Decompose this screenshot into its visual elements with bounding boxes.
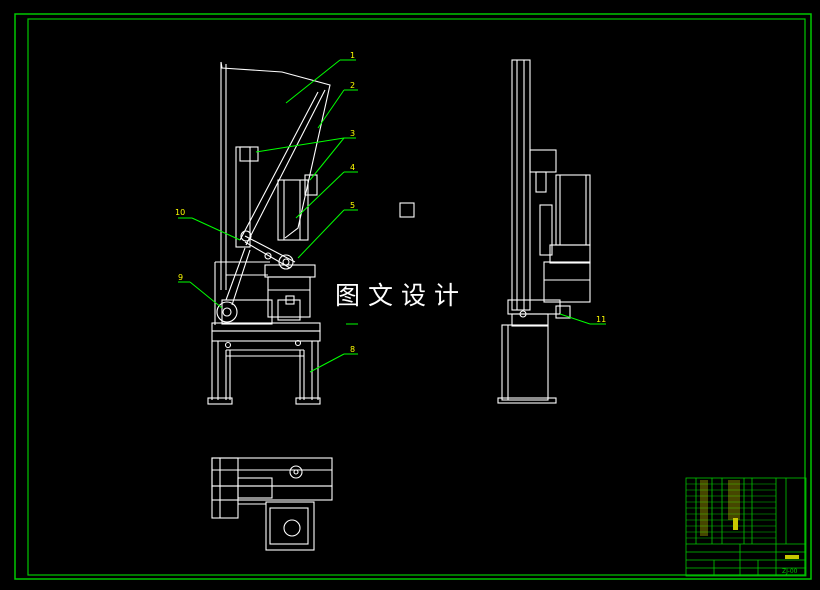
side-view bbox=[497, 59, 591, 404]
plan-view bbox=[211, 457, 333, 551]
drawing-number: ZJ-00 bbox=[782, 568, 798, 575]
title-block-fills bbox=[700, 480, 799, 559]
title-block-rows bbox=[686, 483, 776, 539]
part-label-11: 11 bbox=[596, 315, 606, 324]
part-label-5: 5 bbox=[350, 201, 355, 210]
part-label-4: 4 bbox=[350, 163, 355, 172]
part-labels: 1 2 3 4 5 10 9 8 11 bbox=[175, 51, 606, 354]
drawing-frame bbox=[14, 13, 812, 580]
leader-lines bbox=[178, 59, 606, 373]
watermark: 图文设计 bbox=[335, 281, 468, 310]
part-label-3: 3 bbox=[350, 129, 355, 138]
part-label-8: 8 bbox=[350, 345, 355, 354]
part-label-10: 10 bbox=[175, 208, 185, 217]
part-label-2: 2 bbox=[350, 81, 355, 90]
title-block bbox=[685, 477, 807, 577]
part-label-1: 1 bbox=[350, 51, 355, 60]
detail-marker-square bbox=[399, 202, 415, 218]
part-label-9: 9 bbox=[178, 273, 183, 282]
front-view bbox=[207, 61, 331, 405]
